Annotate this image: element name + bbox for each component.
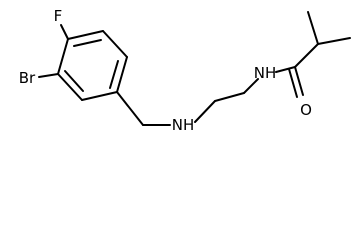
- ring-bond-6: [57, 38, 69, 75]
- structure-diagram: F Br NH NH O: [19, 7, 351, 134]
- ring-bond-5: [57, 73, 83, 101]
- ring-bond-3: [116, 56, 128, 93]
- carbonyl-double-bond-b: [288, 68, 298, 98]
- nh-ch2-bond: [194, 100, 216, 123]
- benzene-ring: [57, 30, 128, 101]
- oxygen-label: O: [300, 101, 312, 119]
- ch2-amide-n-bond: [243, 78, 259, 94]
- ring-bond-3-inner: [109, 60, 119, 89]
- bromine-label: Br: [19, 69, 36, 87]
- ring-bond-4: [81, 91, 118, 101]
- ring-bond-5-inner: [64, 70, 84, 92]
- benzyl-bond: [116, 91, 144, 126]
- amide-n-carbonyl-bond: [275, 66, 296, 73]
- fluorine-label: F: [54, 7, 63, 25]
- methine-methyl-up-bond: [307, 11, 319, 45]
- methine-methyl-right-bond: [317, 37, 351, 45]
- ring-bond-1-inner: [73, 39, 102, 47]
- ring-bond-1: [67, 30, 104, 40]
- fluorine-bond: [60, 24, 69, 40]
- amide-nh-label: NH: [254, 64, 277, 82]
- amine-nh-label: NH: [172, 116, 195, 134]
- bromine-bond: [38, 73, 59, 78]
- carbonyl-double-bond-a: [294, 66, 304, 96]
- ring-bond-2: [102, 30, 128, 58]
- ethylene-bond: [214, 92, 245, 102]
- carbonyl-methine-bond: [294, 43, 319, 68]
